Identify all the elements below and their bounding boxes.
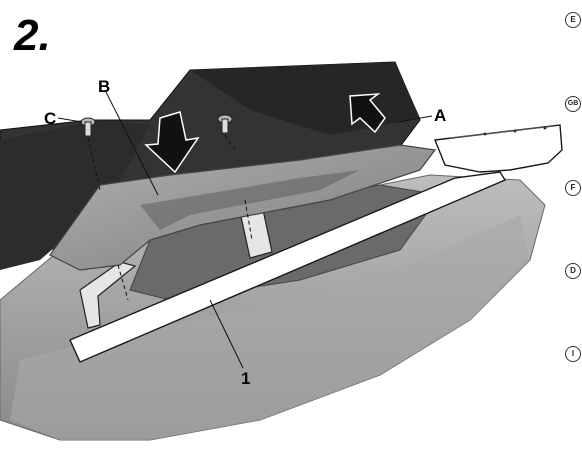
callout-c: C [44,109,57,128]
mounting-plate-1 [69,171,507,363]
leader-b [105,91,159,196]
tail-lower-shading [10,215,530,440]
screw-c-left [80,117,96,137]
leader-a [397,115,433,123]
end-cap-a [434,124,563,173]
language-badge-e: E [565,12,581,28]
language-badge-f: F [565,180,581,196]
insert-arrow-a [349,93,386,134]
language-badge-i: I [565,346,581,362]
screw-guide-right [224,134,236,151]
callout-b: B [98,77,111,96]
screw-guide-left [87,137,101,191]
leader-1 [209,299,244,369]
screw-c-right [217,114,233,134]
callout-part-1: 1 [241,369,251,388]
step-number: 2. [14,11,51,60]
leader-c [57,117,83,123]
press-down-arrow [144,111,200,174]
screw-guide-left-lower [117,264,129,301]
grab-handle-opening [140,170,360,230]
language-badge-gb: GB [565,96,581,112]
seat-rear-left [0,120,150,270]
callout-a: A [434,106,447,125]
language-badge-d: D [565,263,581,279]
